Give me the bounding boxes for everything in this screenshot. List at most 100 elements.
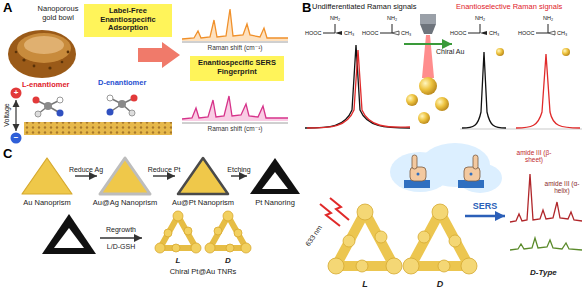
step-label: Reduce Pt	[148, 166, 181, 174]
chiral-nanoring	[328, 204, 402, 274]
bond	[468, 33, 480, 34]
lobe	[375, 231, 387, 243]
chemical-group: CH₃	[401, 30, 411, 36]
pore	[48, 66, 51, 69]
step-label: Chiral Au	[436, 48, 464, 56]
part-name: Nanoporous gold bowl	[30, 5, 86, 22]
lobe	[164, 229, 172, 237]
block-arrow	[138, 42, 180, 68]
node-label: Au@Ag Nanoprism	[93, 199, 157, 208]
chemical-group: HOOC	[305, 30, 322, 36]
nanoprism-node: Au@Ag Nanoprism	[98, 156, 152, 196]
chirality-label: D	[437, 279, 444, 289]
fist	[410, 167, 426, 181]
lobe	[386, 258, 402, 274]
bond	[335, 24, 336, 33]
step-label: Reduce Ag	[69, 166, 103, 174]
chemical-group: HOOC	[450, 30, 467, 36]
axis-line	[182, 123, 288, 124]
cloud	[458, 163, 502, 193]
thumb	[473, 155, 478, 169]
peak-label: amide III (β-sheet)	[514, 149, 554, 164]
bond	[480, 24, 481, 33]
raman-peak	[516, 54, 580, 128]
panel-letter: A	[3, 1, 12, 16]
lobe	[328, 258, 344, 274]
triangle-outline	[176, 156, 230, 196]
process-arrow	[231, 175, 247, 176]
chemical-group: CH₃	[344, 30, 354, 36]
node-label: Au Nanoprism	[23, 199, 71, 208]
atom	[35, 111, 41, 117]
chemical-group: NH₂	[330, 15, 340, 21]
box-text: Label-Free Enantiospecific Adsorption	[88, 7, 168, 33]
thumbs-up-hand	[458, 155, 484, 188]
panel-letter: C	[3, 147, 12, 162]
lobe	[223, 211, 233, 221]
raman-peak	[305, 45, 410, 128]
process-arrow	[75, 175, 97, 176]
axis-line	[460, 129, 582, 130]
pore	[67, 51, 70, 54]
hash-bond	[392, 31, 399, 35]
step-label: Etching	[227, 166, 250, 174]
wedge-bond	[335, 31, 342, 35]
gold-sphere	[562, 48, 570, 56]
nanoprism-node: Au@Pt Nanoprism	[176, 156, 230, 196]
thumb	[412, 155, 417, 169]
chiral-nanoring	[205, 211, 251, 253]
lobe	[234, 229, 242, 237]
atom	[131, 95, 138, 102]
lobe	[241, 243, 251, 253]
lobe	[155, 243, 165, 253]
gold-sphere	[418, 112, 430, 124]
hash-bond	[548, 31, 555, 35]
section-title: Undifferentiated Raman signals	[312, 3, 417, 12]
process-arrow	[100, 237, 142, 238]
laser-bolt	[320, 204, 340, 226]
chemical-group: HOOC	[362, 30, 379, 36]
nanoprism	[178, 158, 228, 194]
step-label: L/D-GSH	[107, 243, 135, 251]
atom	[129, 110, 135, 116]
chemical-group: CH₃	[557, 30, 567, 36]
gold-surface-pores	[24, 122, 172, 135]
lobe	[432, 204, 448, 220]
molecule-model	[107, 95, 138, 117]
panel-letter: B	[302, 1, 311, 16]
polarity-sign: −	[14, 133, 19, 142]
gold-sphere	[406, 94, 418, 106]
triangle-outline	[20, 156, 74, 196]
atom	[107, 95, 113, 101]
sers-spectrum	[510, 174, 582, 222]
triangle-outline	[98, 156, 152, 196]
atom	[57, 110, 64, 117]
chirality-label: L	[362, 279, 368, 289]
nanoring-node: Pt Nanoring	[248, 156, 302, 196]
triangle-outline	[248, 156, 302, 196]
atom	[57, 97, 63, 103]
gold-bowl	[24, 36, 64, 54]
process-arrow	[465, 215, 505, 218]
lobe	[205, 243, 215, 253]
bond	[392, 24, 393, 33]
step-label: Regrowth	[106, 226, 136, 234]
chemical-group: NH₂	[387, 15, 397, 21]
fist	[464, 167, 480, 181]
bond	[323, 33, 335, 34]
gold-bowl	[17, 33, 71, 63]
gold-sphere	[496, 48, 504, 56]
lobe	[191, 243, 201, 253]
chemical-group: NH₂	[543, 15, 553, 21]
thumbs-up-hand	[404, 155, 430, 188]
highlight-box: Enantiospecific SERS Fingerprint	[190, 56, 284, 81]
chiral-nanoring	[403, 204, 477, 274]
atom	[44, 102, 52, 110]
axis-label: Raman shift (cm⁻¹)	[207, 125, 262, 132]
lobe	[173, 211, 183, 221]
enantiomer-label: D-enantiomer	[98, 79, 146, 88]
axis-label: Raman shift (cm⁻¹)	[207, 44, 262, 51]
voltage-arrow	[15, 100, 16, 131]
nanoring-hole	[262, 172, 288, 189]
lobe	[172, 244, 180, 252]
